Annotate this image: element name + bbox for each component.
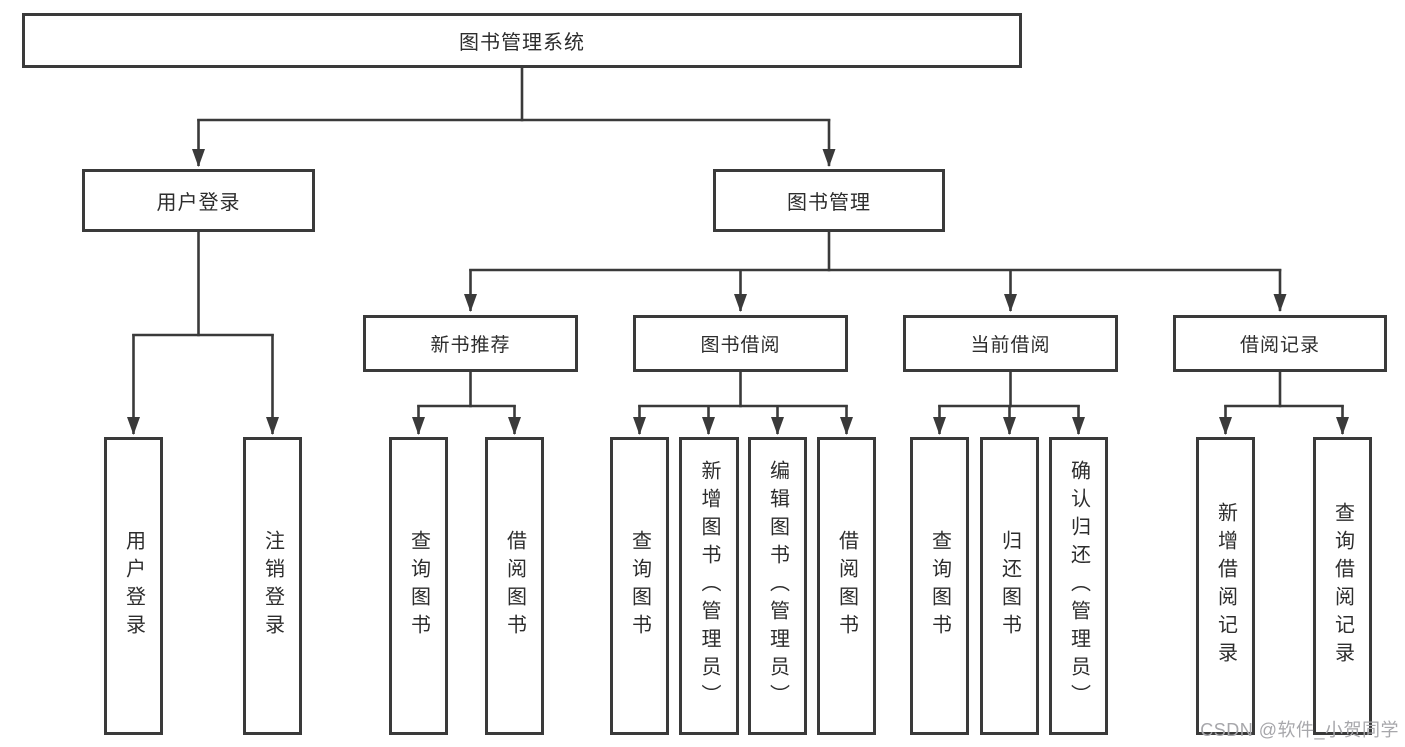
leaf-borrow-query-books-label: 查询图书 xyxy=(628,530,651,642)
leaf-current-confirm-return-admin: 确认归还（管理员） xyxy=(1049,437,1108,735)
leaf-borrow-edit-books-admin: 编辑图书（管理员） xyxy=(748,437,807,735)
leaf-logout-label: 注销登录 xyxy=(261,530,284,642)
leaf-borrow-add-books-admin: 新增图书（管理员） xyxy=(679,437,739,735)
leaf-user-login-label: 用户登录 xyxy=(122,530,145,642)
leaf-current-query-books-label: 查询图书 xyxy=(928,530,951,642)
leaf-newbooks-borrow-books-label: 借阅图书 xyxy=(503,530,526,642)
leaf-logout: 注销登录 xyxy=(243,437,302,735)
leaf-borrow-borrow-books: 借阅图书 xyxy=(817,437,876,735)
leaf-records-query-record: 查询借阅记录 xyxy=(1313,437,1372,735)
leaf-borrow-edit-books-admin-label: 编辑图书（管理员） xyxy=(766,460,789,712)
node-current-borrow: 当前借阅 xyxy=(903,315,1118,372)
node-book-borrow: 图书借阅 xyxy=(633,315,848,372)
leaf-current-return-books: 归还图书 xyxy=(980,437,1039,735)
leaf-current-query-books: 查询图书 xyxy=(910,437,969,735)
leaf-borrow-add-books-admin-label: 新增图书（管理员） xyxy=(698,460,720,712)
leaf-borrow-query-books: 查询图书 xyxy=(610,437,669,735)
leaf-current-return-books-label: 归还图书 xyxy=(998,530,1021,642)
csdn-watermark: CSDN @软件_小贺同学 xyxy=(1200,720,1399,740)
node-root-system: 图书管理系统 xyxy=(22,13,1022,68)
leaf-records-query-record-label: 查询借阅记录 xyxy=(1331,502,1354,670)
node-book-management: 图书管理 xyxy=(713,169,945,232)
leaf-newbooks-query-books-label: 查询图书 xyxy=(407,530,430,642)
leaf-records-add-record-label: 新增借阅记录 xyxy=(1214,502,1237,670)
leaf-borrow-borrow-books-label: 借阅图书 xyxy=(835,530,858,642)
node-borrow-records: 借阅记录 xyxy=(1173,315,1387,372)
leaf-current-confirm-return-admin-label: 确认归还（管理员） xyxy=(1067,460,1090,712)
leaf-newbooks-query-books: 查询图书 xyxy=(389,437,448,735)
node-user-login: 用户登录 xyxy=(82,169,315,232)
leaf-records-add-record: 新增借阅记录 xyxy=(1196,437,1255,735)
node-new-book-recommend: 新书推荐 xyxy=(363,315,578,372)
leaf-user-login: 用户登录 xyxy=(104,437,163,735)
leaf-newbooks-borrow-books: 借阅图书 xyxy=(485,437,544,735)
